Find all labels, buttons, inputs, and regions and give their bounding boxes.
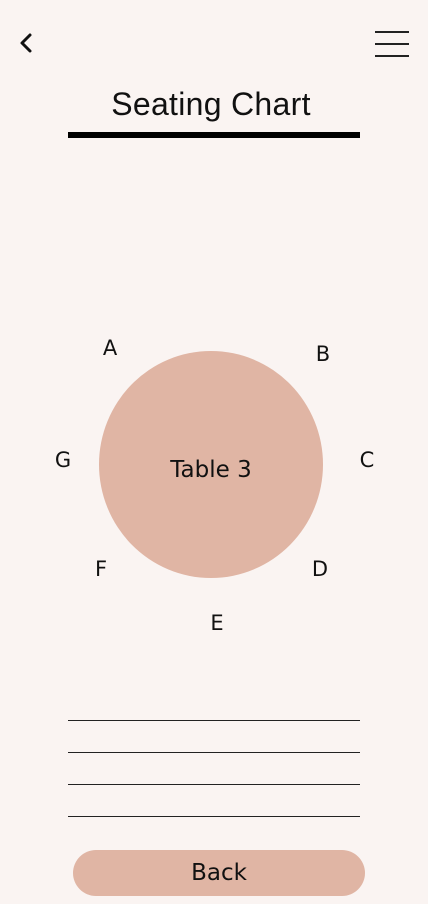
back-button[interactable]: Back [73,850,365,896]
back-chevron-icon[interactable] [14,30,40,56]
seat-f[interactable]: F [94,557,108,581]
title-underline [68,132,360,138]
seat-e[interactable]: E [210,611,224,635]
guest-name-line [68,816,360,817]
table-label: Table 3 [170,456,252,483]
table-circle[interactable]: Table 3 [99,351,323,578]
seat-a[interactable]: A [102,336,118,360]
guest-name-line [68,720,360,721]
guest-name-line [68,784,360,785]
seat-g[interactable]: G [54,448,72,472]
seat-c[interactable]: C [359,448,375,472]
menu-bar-middle [375,43,409,45]
menu-bar-bottom [375,55,409,57]
menu-bar-top [375,31,409,33]
guest-name-line [68,752,360,753]
page-title: Seating Chart [111,86,311,122]
seat-d[interactable]: D [311,557,329,581]
hamburger-menu-icon[interactable] [372,28,412,60]
seat-b[interactable]: B [315,342,331,366]
